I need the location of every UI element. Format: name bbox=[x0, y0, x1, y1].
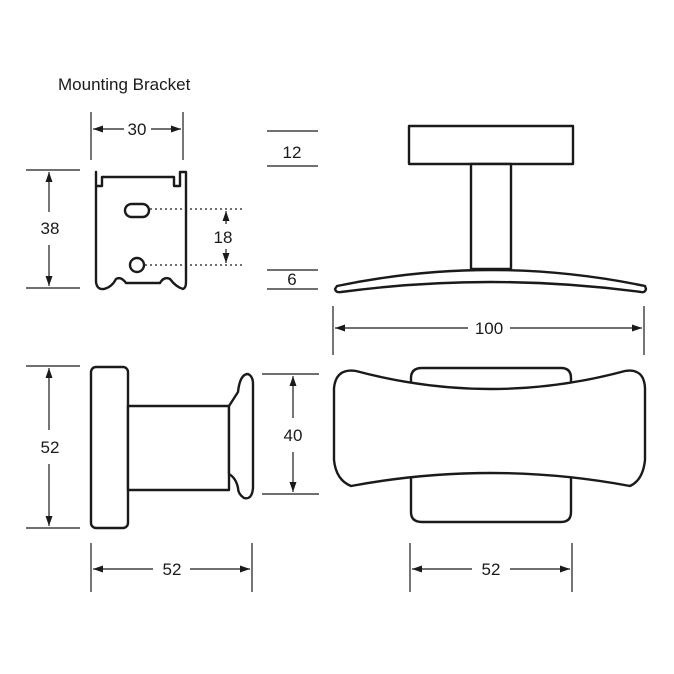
dim-base-thickness: 12 bbox=[267, 130, 318, 167]
hook-front-view bbox=[333, 124, 648, 294]
side-wall-plate bbox=[89, 365, 130, 530]
dim-side-height: 52 bbox=[26, 365, 80, 529]
side-hook-tip bbox=[227, 372, 255, 500]
dim-base-width: 52 bbox=[409, 543, 573, 592]
top-hook-body bbox=[332, 369, 647, 488]
bracket-slot bbox=[123, 202, 151, 219]
side-stem bbox=[126, 404, 231, 492]
stem bbox=[469, 162, 513, 271]
dim-hook-height-label: 40 bbox=[284, 426, 303, 445]
bracket-hole bbox=[128, 256, 146, 274]
wall-plate bbox=[407, 124, 575, 166]
dim-bracket-width: 30 bbox=[90, 112, 184, 160]
dim-base-thickness-label: 12 bbox=[283, 143, 302, 162]
hook-top-view bbox=[332, 366, 647, 524]
dim-base-width-label: 52 bbox=[482, 560, 501, 579]
title-label: Mounting Bracket bbox=[58, 75, 191, 94]
hook-arm bbox=[333, 268, 648, 294]
dim-hole-spacing: 18 bbox=[145, 208, 244, 266]
dim-side-depth: 52 bbox=[90, 543, 253, 592]
dim-side-depth-label: 52 bbox=[163, 560, 182, 579]
dim-hole-spacing-label: 18 bbox=[214, 228, 233, 247]
dim-bracket-height-label: 38 bbox=[41, 219, 60, 238]
dim-hook-height: 40 bbox=[262, 373, 319, 495]
dim-hook-thickness-label: 6 bbox=[287, 270, 296, 289]
dim-side-height-label: 52 bbox=[41, 438, 60, 457]
dim-bracket-height: 38 bbox=[26, 169, 80, 289]
hook-side-view bbox=[89, 365, 255, 530]
dim-hook-width: 100 bbox=[332, 306, 645, 355]
mounting-bracket bbox=[94, 170, 188, 291]
dim-hook-thickness: 6 bbox=[267, 269, 318, 290]
dim-hook-width-label: 100 bbox=[475, 319, 503, 338]
dim-bracket-width-label: 30 bbox=[128, 120, 147, 139]
